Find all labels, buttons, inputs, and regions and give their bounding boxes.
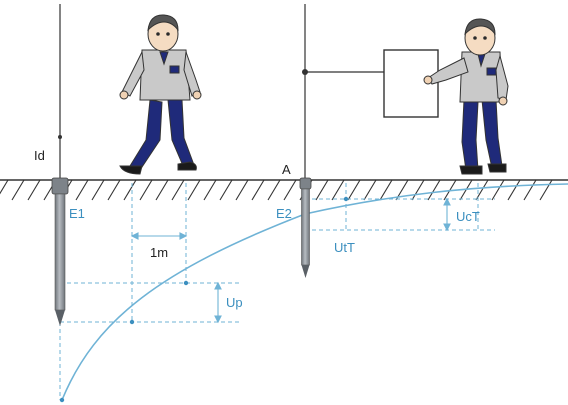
guide-lines [59,183,495,400]
label-id: Id [34,148,45,163]
hatch-mark [107,179,121,201]
dimension-arrows [130,197,451,324]
hatch-mark [347,179,361,201]
hatch-mark [379,179,393,201]
hatch-mark [267,179,281,201]
electrode-e2 [299,177,312,278]
conductor-marker [58,135,62,139]
hatch-mark [75,179,89,201]
hatch-mark [315,179,329,201]
label-a: A [282,162,291,177]
hatch-mark [155,179,169,201]
hatch-mark [251,179,265,201]
hatch-mark [171,179,185,201]
ground-surface [0,179,568,201]
hatch-mark [475,179,489,201]
label-up: Up [226,295,243,310]
hatch-mark [27,179,41,201]
label-uct: UcT [456,209,480,224]
person-touching-icon [423,18,509,175]
label-e1: E1 [69,206,85,221]
hatch-mark [187,179,201,201]
hatch-mark [507,179,521,201]
curve-points [59,196,349,403]
hatch-mark [11,179,25,201]
label-1m: 1m [150,245,168,260]
hatch-mark [523,179,537,201]
hatch-mark [139,179,153,201]
ground-hatching [0,179,553,201]
hatch-mark [219,179,233,201]
hatch-mark [91,179,105,201]
hatch-mark [283,179,297,201]
hatch-mark [539,179,553,201]
hatch-mark [427,179,441,201]
hatch-mark [411,179,425,201]
hatch-mark [235,179,249,201]
label-e2: E2 [276,206,292,221]
label-utt: UtT [334,240,355,255]
hatch-mark [0,179,9,195]
hatch-mark [491,179,505,201]
electrode-e1 [51,177,69,326]
potential-curve [61,183,568,401]
person-walking-icon [119,14,202,175]
hatch-mark [123,179,137,201]
hatch-mark [363,179,377,201]
hatch-mark [331,179,345,201]
hatch-mark [203,179,217,201]
